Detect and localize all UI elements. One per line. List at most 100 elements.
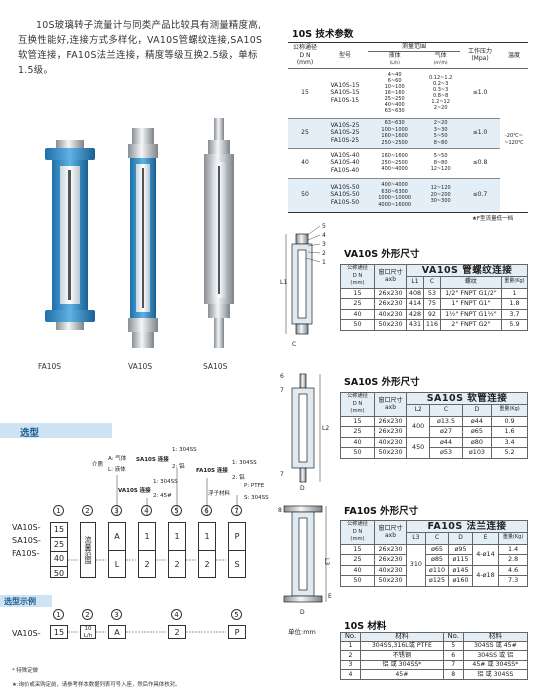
sa-cell: ø44 (429, 436, 463, 448)
fa-weight: 2.8 (498, 554, 528, 566)
model-fa: FA10S- (12, 549, 40, 558)
va-cell: 1½" FNPT G1½" (439, 308, 502, 320)
sa-cell: 26x230 (374, 415, 407, 427)
spec-model: VA10S-15 (330, 81, 360, 89)
fa-h-weight: 重量(Kg) (498, 531, 528, 545)
mat-cell: 铝 或 304SS* (360, 659, 444, 670)
spec-temp: -20℃~ (505, 132, 523, 139)
sa-cell: 0.9 (491, 415, 528, 427)
sa-cell: 25 (340, 426, 375, 438)
unit-label: 单位:mm (288, 628, 316, 636)
va-cell: 75 (422, 298, 441, 310)
va-cell: 3.7 (500, 308, 529, 320)
fa-d: ø145 (448, 564, 473, 576)
legend-float: 浮子材料 (208, 491, 231, 497)
fa-h-dn: 公称通径 (347, 521, 368, 527)
spec-model: SA10S-25 (330, 129, 360, 137)
fa-weight: 7.3 (498, 575, 528, 587)
step-number: 5 (231, 609, 242, 620)
va-title: VA10S 外形尺寸 (344, 249, 420, 260)
sa-cell: 400 (405, 415, 431, 438)
sa-h-dn: 公称通径 (347, 393, 368, 399)
range-box: 流量范围 (80, 522, 96, 578)
spec-liquid: 400~4000 (381, 166, 408, 173)
sa-cell: ø103 (461, 447, 493, 459)
intro-text: 10S玻璃转子流量计与同类产品比较具有测量精度高,互换性能好,连接方式多样化，V… (18, 20, 263, 76)
spec-h-temp: 温度 (500, 42, 528, 69)
mat-cell: 304SS,316L或 PTFE (360, 640, 444, 651)
va-big-title: VA10S 管螺纹连接 (406, 264, 528, 277)
spec-gas: 8~80 (433, 159, 448, 166)
spec-liquid: 6~60 (387, 78, 402, 84)
spec-liquid: 10~100 (384, 84, 405, 90)
svg-text:L2: L2 (322, 425, 329, 432)
selection-title: 选型 (20, 428, 40, 439)
spec-gas: 5~50 (433, 153, 448, 160)
legend-va1: 1: 304SS (153, 479, 178, 485)
spec-h-gas-unit: (m³/h) (433, 61, 448, 66)
svg-text:L3: L3 (323, 558, 330, 565)
photo-label-va10s: VA10S (128, 362, 153, 371)
spec-h-dn: 公称通径 (292, 44, 317, 51)
fa-h-win: 窗口尺寸 (378, 524, 403, 532)
mat-h-material: 材料 (360, 632, 444, 642)
mat-cell: 1 (340, 640, 361, 651)
fa-h-c: C (424, 531, 450, 545)
spec-liquid: 4000~16000 (378, 201, 412, 208)
va-cell: 40 (340, 308, 375, 320)
sa-cell: 450 (405, 436, 431, 459)
svg-text:7: 7 (280, 387, 284, 394)
spec-gas: 1.2~12 (431, 99, 450, 105)
sa-cell: ø80 (461, 436, 493, 448)
example-dn: 15 (50, 625, 68, 639)
spec-model: VA10S-50 (330, 183, 360, 191)
va-h-l1: L1 (406, 275, 424, 289)
col5-1: 1 (169, 523, 185, 551)
spec-model: FA10S-15 (330, 96, 360, 104)
sa-h-dn2: D N (352, 400, 363, 407)
sa-cell: ø65 (461, 426, 493, 438)
sa-h-dn3: (mm) (350, 408, 365, 414)
legend-fa2: 2: 铝 (232, 475, 245, 481)
step-number: 1 (53, 609, 64, 620)
spec-pressure: ≤0.7 (460, 177, 500, 212)
fa-h-win2: axb (384, 532, 397, 540)
spec-h-dn3: (mm) (296, 59, 314, 66)
selection-connectors (68, 468, 238, 633)
va-h-c: C (422, 275, 441, 289)
spec-gas: 8~80 (433, 139, 448, 146)
legend-medium: 介质 (92, 462, 104, 468)
spec-liquid: 16~160 (384, 90, 405, 96)
spec-gas: 2~20 (433, 120, 448, 126)
va-cell: 116 (422, 319, 441, 331)
spec-gas: 0.3~3 (432, 87, 449, 93)
fa10s-photo (45, 140, 95, 330)
legend-va2: 2: 45# (153, 493, 172, 499)
sa10s-photo (204, 118, 234, 348)
col4-2: 2 (144, 560, 150, 569)
fa-h-l3: L3 (406, 531, 426, 545)
step-number: 2 (82, 505, 93, 516)
spec-title: 10S 技术参数 (292, 29, 354, 40)
va-cell: 408 (406, 287, 424, 299)
va-cell: 50 (340, 319, 375, 331)
mat-title: 10S 材料 (344, 621, 387, 632)
spec-gas: 12~120 (430, 166, 451, 173)
example-range-unit: L/h (83, 632, 93, 639)
dn-value: 50 (53, 568, 65, 578)
spec-liquid: 25~250 (384, 96, 405, 102)
fa-win: 26x230 (374, 554, 407, 566)
mat-cell: 304SS 或 45# (462, 640, 529, 651)
legend-fa-conn: FA10S 连接 (196, 468, 228, 474)
step-number: 3 (111, 609, 122, 620)
mat-cell: 4 (340, 669, 361, 680)
sa-cell: 15 (340, 415, 375, 427)
fa-d: ø160 (448, 575, 473, 587)
spec-model: FA10S-50 (330, 198, 360, 206)
